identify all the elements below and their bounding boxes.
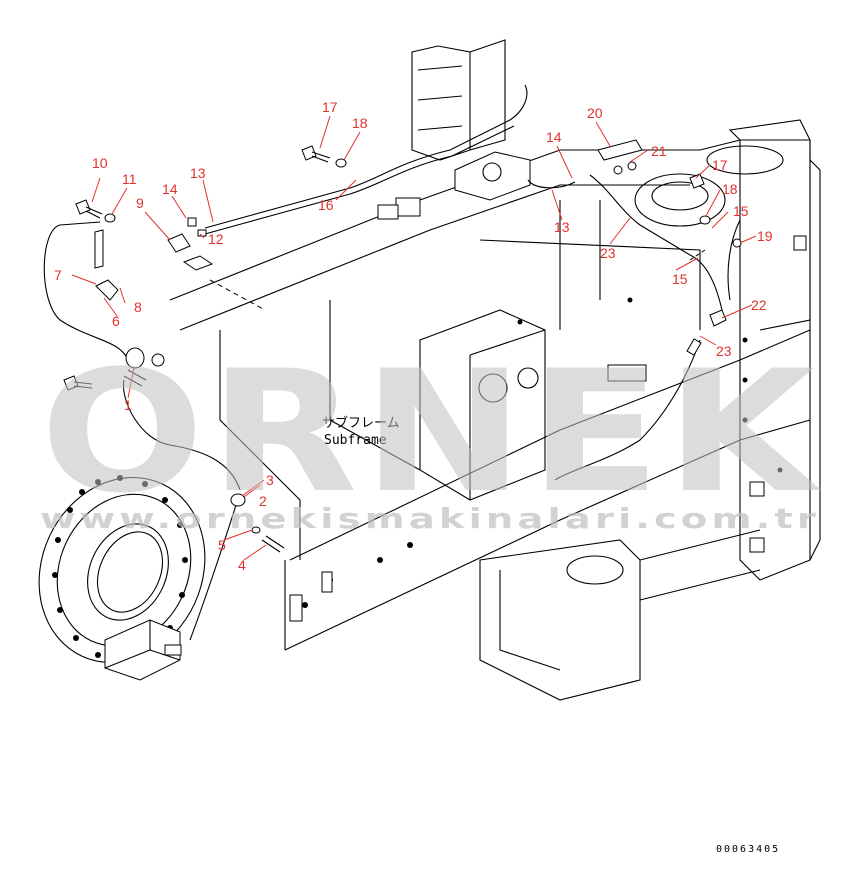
callout-17-right: 17: [712, 157, 728, 173]
subframe-label: サブフレーム Subframe: [322, 415, 400, 448]
callout-numbers: 1 2 3 4 5 6 7 8 9 10 11 12 13 14 16 17 1…: [54, 99, 773, 573]
callout-18: 18: [352, 115, 368, 131]
callout-6: 6: [112, 313, 120, 329]
callout-14-right: 14: [546, 129, 562, 145]
callout-12: 12: [208, 231, 224, 247]
callout-10: 10: [92, 155, 108, 171]
callout-leaders: [71, 115, 757, 561]
callout-19: 19: [757, 228, 773, 244]
callout-9: 9: [136, 195, 144, 211]
callout-23-lower: 23: [716, 343, 732, 359]
subframe-structure: [169, 39, 821, 701]
watermark: ORNEK www.ornekismakinalari.com.tr: [40, 334, 822, 535]
callout-8: 8: [134, 299, 142, 315]
callout-11: 11: [122, 171, 137, 187]
callout-2: 2: [259, 493, 267, 509]
callout-4: 4: [238, 557, 246, 573]
callout-1: 1: [124, 397, 132, 413]
callout-15-lower: 15: [672, 271, 688, 287]
callout-17: 17: [322, 99, 338, 115]
callout-5: 5: [218, 537, 226, 553]
callout-21: 21: [651, 143, 667, 159]
callout-18-right: 18: [722, 181, 738, 197]
callout-3: 3: [266, 472, 274, 488]
callout-23-upper: 23: [600, 245, 616, 261]
hardware-parts: [63, 139, 742, 553]
callout-22: 22: [751, 297, 767, 313]
subframe-label-en: Subframe: [324, 433, 387, 448]
document-number: 00063405: [716, 844, 780, 855]
callout-14: 14: [162, 181, 178, 197]
callout-13-right: 13: [554, 219, 570, 235]
hydraulic-lines: [43, 84, 741, 641]
callout-20: 20: [587, 105, 603, 121]
swing-circle-ring: [38, 475, 206, 681]
callout-16: 16: [318, 197, 334, 213]
subframe-label-jp: サブフレーム: [322, 415, 400, 431]
callout-7: 7: [54, 267, 62, 283]
callout-13: 13: [190, 165, 206, 181]
watermark-brand: ORNEK: [40, 334, 822, 530]
callout-15-right: 15: [733, 203, 749, 219]
watermark-url: www.ornekismakinalari.com.tr: [40, 502, 820, 535]
